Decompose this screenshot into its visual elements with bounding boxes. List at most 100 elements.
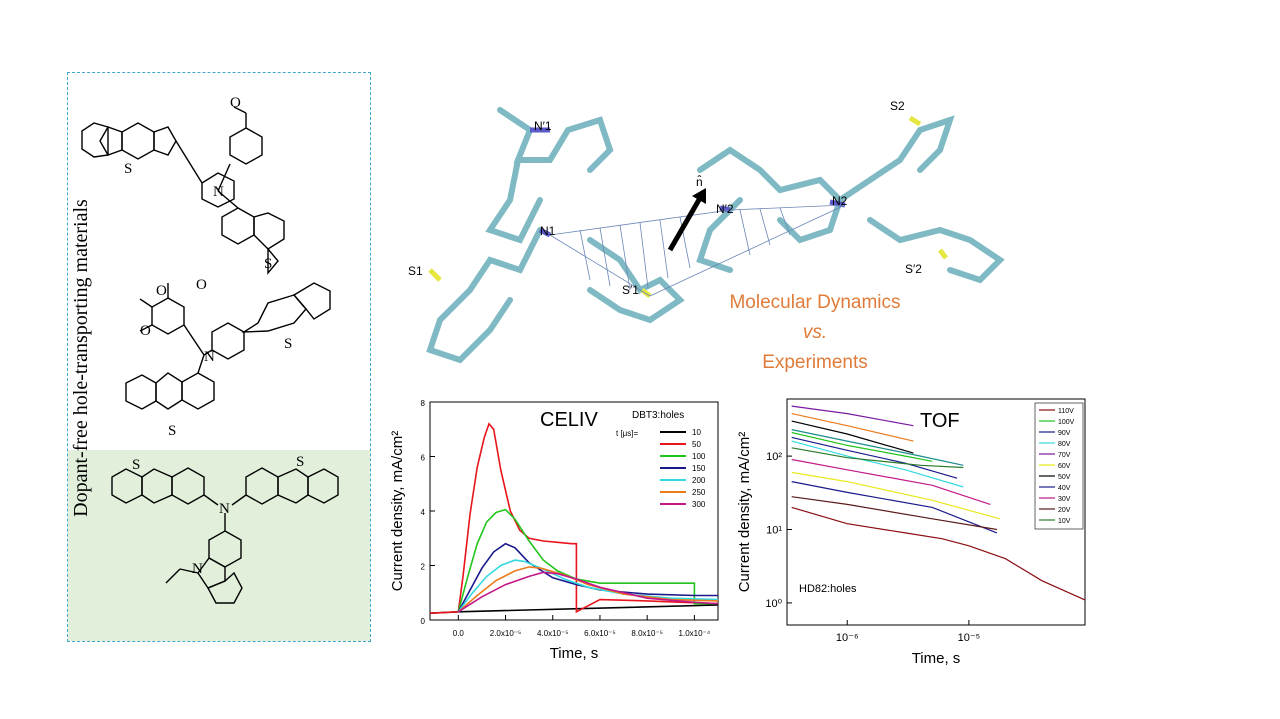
atom-label-s1-prime: S′1 xyxy=(622,283,639,297)
series-line-extra-11 xyxy=(791,413,914,442)
legend-label: 30V xyxy=(1058,496,1071,503)
legend-label: 10V xyxy=(1058,518,1071,525)
series-line-300 xyxy=(457,571,719,613)
series-line-10V xyxy=(791,447,964,469)
legend-label: 80V xyxy=(1058,441,1071,448)
series-line-90V xyxy=(791,436,958,479)
mol3-sulfur1-label: S xyxy=(132,457,140,473)
molecule-2-structure xyxy=(125,282,331,410)
y-tick-label: 10² xyxy=(766,451,782,463)
caption-line-3: Experiments xyxy=(762,352,868,373)
x-tick-label: 10⁻⁶ xyxy=(836,632,859,644)
y-tick-label: 10¹ xyxy=(766,525,782,537)
mol2-oxygen3-label: O xyxy=(140,323,151,339)
legend-label: 200 xyxy=(692,476,706,485)
mol1-sulfur2-label: S xyxy=(264,256,272,272)
legend-label: 100 xyxy=(692,452,706,461)
y-tick-label: 2 xyxy=(421,563,426,572)
chart-annotation: HD82:holes xyxy=(799,583,857,595)
y-tick-label: 8 xyxy=(421,399,426,408)
mol1-oxygen-label: O xyxy=(230,95,241,111)
normal-vector-label: n̂ xyxy=(696,174,703,189)
highlighted-molecule-background xyxy=(68,450,370,641)
hole-transporting-materials-panel: Dopant-free hole-transporting materials xyxy=(67,72,371,642)
series-line-80V xyxy=(791,440,964,488)
series-line-60V xyxy=(791,471,1001,520)
atom-label-n2: N2 xyxy=(832,194,848,208)
mol1-nitrogen-label: N xyxy=(213,184,224,200)
y-tick-label: 10⁰ xyxy=(765,598,782,610)
legend-label: 300 xyxy=(692,500,706,509)
legend-label: 50 xyxy=(692,440,701,449)
legend-label: 40V xyxy=(1058,485,1071,492)
molecule-3-structure xyxy=(111,467,339,604)
series-line-100 xyxy=(457,508,718,613)
caption-line-2: vs. xyxy=(802,322,828,343)
mol3-sulfur2-label: S xyxy=(296,454,304,470)
legend-label: 150 xyxy=(692,464,706,473)
legend-label: 10 xyxy=(692,428,701,437)
comparison-caption: Molecular Dynamics vs. Experiments xyxy=(700,288,930,378)
chart-title: CELIV xyxy=(540,409,598,431)
celiv-chart: 0.0 2.0x10⁻⁵ 4.0x10⁻⁵ 6.0x10⁻⁵ 8.0x10⁻⁵ 1.0x1… xyxy=(389,399,719,662)
series-line-100V xyxy=(791,431,933,462)
series-line-extra-12 xyxy=(791,429,964,466)
legend-label: 250 xyxy=(692,488,706,497)
atom-label-n2-prime: N′2 xyxy=(716,202,734,216)
mol3-nitrogen1-label: N xyxy=(219,501,230,517)
series-line-10 xyxy=(429,604,719,614)
molecule-structures: O S N S O O O S N S S S N N xyxy=(81,95,339,604)
caption-line-1: Molecular Dynamics xyxy=(729,292,901,313)
mol3-nitrogen2-label: N xyxy=(192,561,203,577)
mol1-sulfur-label: S xyxy=(124,161,132,177)
legend-label: 90V xyxy=(1058,430,1071,437)
x-tick-label: 2.0x10⁻⁵ xyxy=(490,629,522,638)
x-tick-label: 8.0x10⁻⁵ xyxy=(631,629,663,638)
plot-frame xyxy=(786,398,1086,626)
series-line-70V xyxy=(791,405,914,427)
legend-label: 60V xyxy=(1058,463,1071,470)
x-tick-label: 4.0x10⁻⁵ xyxy=(537,629,569,638)
x-tick-label: 10⁻⁵ xyxy=(958,632,981,644)
x-axis-title: Time, s xyxy=(912,650,961,667)
y-axis-title: Current density, mA/cm² xyxy=(736,432,753,593)
atom-label-s2: S2 xyxy=(890,99,905,113)
legend-label: 50V xyxy=(1058,474,1071,481)
normal-vector-arrow xyxy=(667,196,703,252)
legend-label: 70V xyxy=(1058,452,1071,459)
mol2-sulfur2-label: S xyxy=(168,423,176,439)
series-line-50V xyxy=(791,420,914,454)
y-tick-label: 0 xyxy=(421,617,426,626)
molecule-1-structure xyxy=(81,106,285,275)
series-line-40V xyxy=(791,481,998,534)
legend-title: DBT3:holes xyxy=(632,410,684,421)
series-line-30V xyxy=(791,458,991,505)
series-line-110V xyxy=(791,506,1086,601)
y-axis-title: Current density, mA/cm² xyxy=(389,431,406,592)
legend-box xyxy=(1034,402,1084,530)
legend-label: 100V xyxy=(1058,419,1075,426)
x-tick-label: 1.0x10⁻⁴ xyxy=(679,629,711,638)
chart-title: TOF xyxy=(920,410,960,432)
series-line-20V xyxy=(791,496,997,531)
legend-label: 110V xyxy=(1058,408,1074,415)
y-tick-label: 6 xyxy=(421,454,426,463)
legend-subtitle: t [μs]= xyxy=(616,429,639,438)
x-axis-title: Time, s xyxy=(550,645,599,662)
tof-chart: 10⁻⁶ 10⁻⁵ 10⁰ 10¹ 10² Time, s Current density,… xyxy=(736,398,1086,667)
mol2-oxygen1-label: O xyxy=(196,277,207,293)
atom-label-s2-prime: S′2 xyxy=(905,262,922,276)
molecular-3d-model: N′1 N1 S1 S′1 n̂ N′2 N2 S2 S′2 xyxy=(408,99,1005,364)
series-line-200 xyxy=(457,559,719,613)
y-tick-label: 4 xyxy=(421,508,426,517)
atom-label-n1-prime: N′1 xyxy=(534,119,552,133)
atom-label-n1: N1 xyxy=(540,224,556,238)
mol2-nitrogen-label: N xyxy=(204,349,215,365)
mol2-oxygen2-label: O xyxy=(156,283,167,299)
x-tick-label: 6.0x10⁻⁵ xyxy=(584,629,616,638)
atom-label-s1: S1 xyxy=(408,264,423,278)
legend-label: 20V xyxy=(1058,507,1071,514)
x-tick-label: 0.0 xyxy=(453,629,465,638)
plot-frame xyxy=(429,401,719,621)
mol2-sulfur-label: S xyxy=(284,336,292,352)
